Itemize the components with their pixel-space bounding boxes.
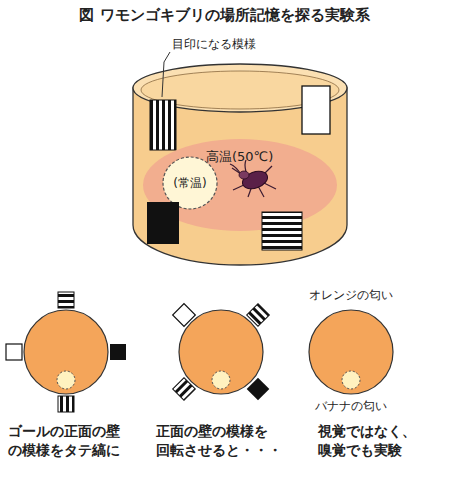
arena-plan	[179, 310, 263, 394]
odor-label: オレンジの匂い	[291, 287, 411, 303]
white-pattern	[6, 344, 22, 360]
goal-zone: (常温)	[162, 156, 218, 210]
black-pattern	[147, 202, 179, 244]
arena-plan	[24, 310, 108, 394]
landmark-label: 目印になる模様	[172, 36, 256, 52]
stripe-pattern	[58, 292, 74, 308]
condition-caption: 視覚ではなく、嗅覚でも実験	[318, 422, 416, 460]
black-pattern	[110, 344, 126, 360]
black-pattern	[247, 378, 270, 401]
condition-caption: 正面の壁の模様を回転させると・・・	[156, 422, 282, 460]
white-pattern	[173, 304, 196, 327]
cockroach-body	[240, 168, 270, 192]
stripe-pattern	[58, 396, 74, 412]
diagram-title: 図 ワモンゴキブリの場所記憶を探る実験系	[0, 6, 449, 25]
goal-zone-shape	[163, 157, 217, 209]
goal-zone	[212, 371, 230, 389]
goal-zone	[57, 371, 75, 389]
cockroach-head	[239, 171, 249, 179]
stripe-pattern	[247, 304, 270, 327]
node-text: (常温)	[173, 175, 206, 192]
condition-caption: ゴールの正面の壁の模様をタテ縞に	[8, 422, 120, 460]
arena-plan	[309, 310, 393, 394]
white-pattern	[302, 86, 330, 134]
cockroach	[230, 160, 276, 197]
stripe-pattern	[262, 212, 302, 250]
goal-zone	[342, 371, 360, 389]
node-text: 高温(50℃)	[206, 148, 273, 166]
floor-zone-shape	[143, 139, 337, 231]
floor-zone: 高温(50℃)(常温)	[142, 138, 338, 232]
odor-label: バナナの匂い	[291, 398, 411, 414]
leader-line	[162, 52, 170, 97]
stripe-pattern	[173, 378, 196, 401]
stripe-pattern	[150, 100, 176, 150]
